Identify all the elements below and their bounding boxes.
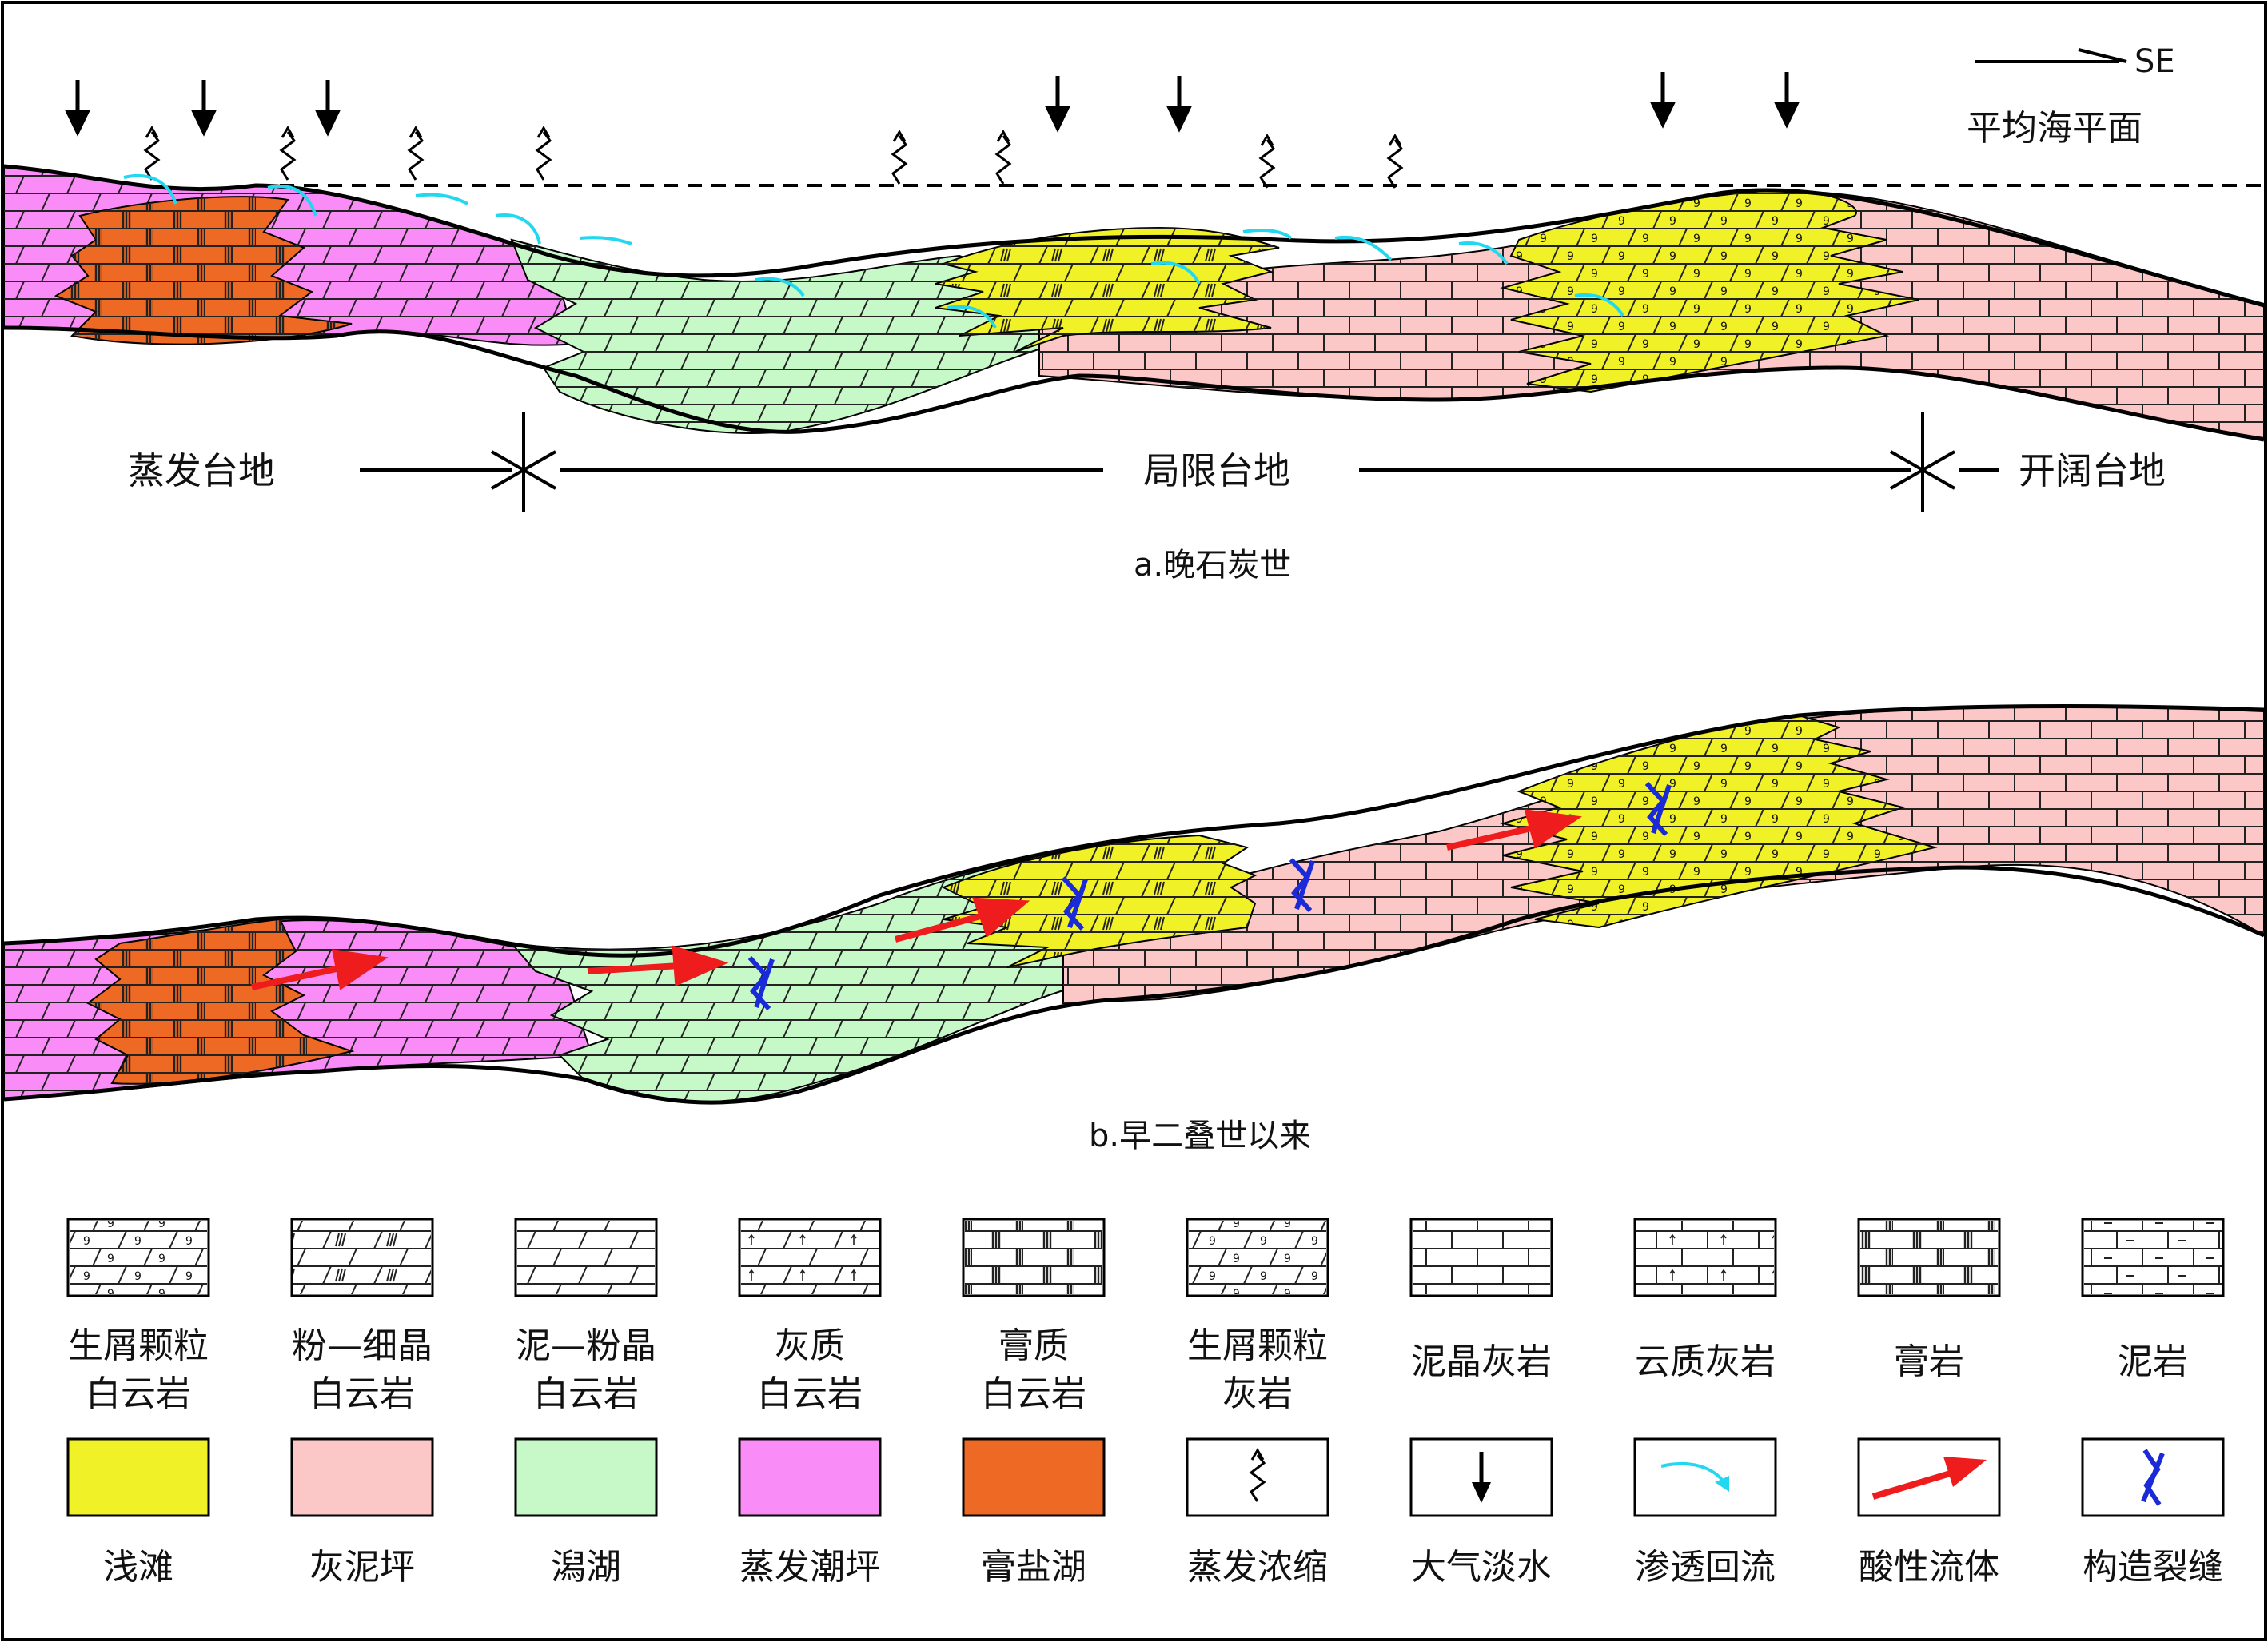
evaporative-concentration-symbols [143, 126, 1404, 189]
legend-label: 云质灰岩 [1635, 1341, 1776, 1382]
legend-label: 蒸发潮坪 [739, 1547, 880, 1588]
legend-item-lithology: 膏岩 [1857, 1218, 2001, 1382]
gypsiferous-dolomite-icon [965, 1221, 1102, 1294]
legend-label: 泥—粉晶 [516, 1325, 656, 1366]
legend-item-facies: 浅滩 [66, 1437, 210, 1588]
zone-label-restricted-platform: 局限台地 [1143, 449, 1290, 492]
legend-label: 白云岩 [86, 1373, 191, 1414]
silty-fine-crystalline-dolomite-icon [293, 1221, 431, 1294]
legend-item-facies: 渗透回流 [1633, 1437, 1777, 1588]
seepage-reflux-icon [1633, 1437, 1777, 1517]
zone-label-evaporative-platform: 蒸发台地 [128, 449, 275, 492]
legend-label: 灰岩 [1222, 1373, 1293, 1414]
legend-label: 潟湖 [551, 1547, 621, 1588]
gypsum-rock-icon [1860, 1221, 1998, 1294]
mudstone-icon [2084, 1221, 2222, 1294]
facies-legend: 浅滩 灰泥坪 潟湖 蒸发潮坪 膏盐湖 蒸发浓缩 大气淡水 渗透回流 酸性流体 构造裂缝 [66, 1437, 2225, 1588]
bioclastic-limestone-icon [1189, 1221, 1326, 1294]
legend-item-facies: 灰泥坪 [290, 1437, 434, 1588]
legend-label: 泥晶灰岩 [1411, 1341, 1552, 1382]
legend-label: 白云岩 [757, 1373, 863, 1414]
legend-label: 膏质 [998, 1325, 1069, 1366]
zone-boundary-arrows [360, 412, 1999, 512]
legend-label: 膏岩 [1894, 1341, 1964, 1382]
legend-label: 渗透回流 [1635, 1547, 1776, 1588]
caption-b: b.早二叠世以来 [1089, 1118, 1311, 1154]
micritic-silty-dolomite-icon [517, 1221, 655, 1294]
legend-label: 构造裂缝 [2083, 1547, 2223, 1588]
legend-label: 生屑颗粒 [1187, 1325, 1328, 1366]
legend-label: 蒸发浓缩 [1187, 1547, 1328, 1588]
meteoric-water-arrows [65, 72, 1800, 137]
lime-mud-flat-swatch [290, 1437, 434, 1517]
legend-item-facies: 蒸发潮坪 [738, 1437, 882, 1588]
calcareous-dolomite-icon [741, 1221, 879, 1294]
legend-item-facies: 酸性流体 [1857, 1437, 2001, 1588]
legend-label: 白云岩 [981, 1373, 1086, 1414]
legend-label: 浅滩 [103, 1547, 173, 1588]
dolomitic-limestone-icon [1636, 1221, 1774, 1294]
caption-a: a.晚石炭世 [1134, 547, 1291, 584]
legend-item-facies: 大气淡水 [1409, 1437, 1553, 1588]
evaporative-tidal-flat-swatch [738, 1437, 882, 1517]
acidic-fluid-arrows [251, 809, 1583, 990]
legend-label: 大气淡水 [1411, 1547, 1552, 1588]
legend-label: 白云岩 [309, 1373, 415, 1414]
legend-label: 灰质 [775, 1325, 845, 1366]
sea-level-label: 平均海平面 [1967, 108, 2142, 149]
bioclastic-dolomite-icon [70, 1221, 207, 1294]
lithology-legend: 生屑颗粒白云岩粉—细晶白云岩泥—粉晶白云岩灰质白云岩膏质白云岩生屑颗粒灰岩泥晶灰… [66, 1218, 2225, 1414]
panel-b: b.早二叠世以来 [3, 704, 2266, 1154]
legend-label: 白云岩 [533, 1373, 639, 1414]
seepage-reflux-arrows [123, 173, 1624, 329]
se-direction-arrow: SE [1975, 43, 2175, 80]
zone-label-open-platform: 开阔台地 [2019, 449, 2166, 492]
legend-item-facies: 膏盐湖 [962, 1437, 1106, 1588]
micritic-limestone-icon [1413, 1221, 1550, 1294]
legend-item-lithology: 云质灰岩 [1633, 1218, 1777, 1382]
legend-item-facies: 蒸发浓缩 [1186, 1437, 1329, 1588]
legend-item-facies: 构造裂缝 [2081, 1437, 2225, 1588]
legend-label: 膏盐湖 [981, 1547, 1086, 1588]
legend-item-lithology: 泥岩 [2081, 1218, 2225, 1382]
direction-label: SE [2134, 43, 2175, 80]
legend-item-facies: 潟湖 [514, 1437, 658, 1588]
panel-a: 蒸发台地 局限台地 开阔台地 a.晚石炭世 SE 平均海平面 [3, 43, 2265, 584]
structural-fractures [747, 781, 1672, 1011]
legend-label: 生屑颗粒 [68, 1325, 209, 1366]
legend-label: 粉—细晶 [292, 1325, 432, 1366]
legend-label: 泥岩 [2118, 1341, 2188, 1382]
gypsum-salt-lake-swatch [962, 1437, 1106, 1517]
shoal-swatch [66, 1437, 210, 1517]
legend-label: 灰泥坪 [309, 1547, 415, 1588]
legend-item-lithology: 泥晶灰岩 [1409, 1218, 1553, 1382]
lagoon-swatch [514, 1437, 658, 1517]
legend-label: 酸性流体 [1859, 1547, 1999, 1588]
